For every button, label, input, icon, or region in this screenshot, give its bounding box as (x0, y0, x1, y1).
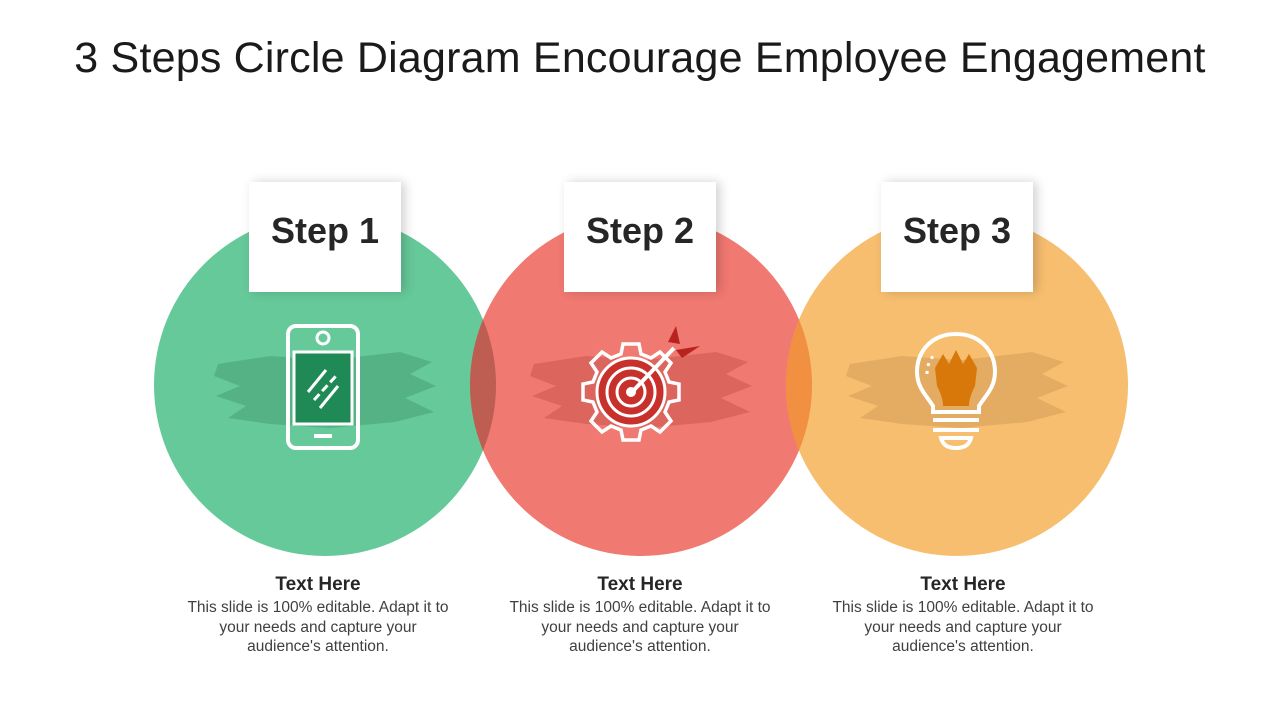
page-title: 3 Steps Circle Diagram Encourage Employe… (74, 34, 1206, 82)
step-3-tab: Step 3 (881, 182, 1033, 292)
step-2-caption: Text Here This slide is 100% editable. A… (505, 574, 775, 657)
step-1-tab: Step 1 (249, 182, 401, 292)
step-3-heading: Text Here (920, 574, 1006, 595)
target-gear-icon (581, 326, 700, 442)
step-2-label: Step 2 (585, 210, 695, 251)
step-1-body: This slide is 100% editable. Adapt it to… (187, 599, 449, 655)
step-1-heading: Text Here (275, 574, 361, 595)
lightbulb-icon (914, 331, 998, 451)
step-2-body: This slide is 100% editable. Adapt it to… (509, 599, 771, 655)
step-3-label: Step 3 (902, 210, 1012, 251)
smartphone-icon (286, 324, 360, 450)
step-3-body: This slide is 100% editable. Adapt it to… (832, 599, 1094, 655)
step-2-heading: Text Here (597, 574, 683, 595)
step-1-label: Step 1 (270, 210, 380, 251)
step-1-caption: Text Here This slide is 100% editable. A… (183, 574, 453, 657)
step-2-tab: Step 2 (564, 182, 716, 292)
step-3-caption: Text Here This slide is 100% editable. A… (828, 574, 1098, 657)
